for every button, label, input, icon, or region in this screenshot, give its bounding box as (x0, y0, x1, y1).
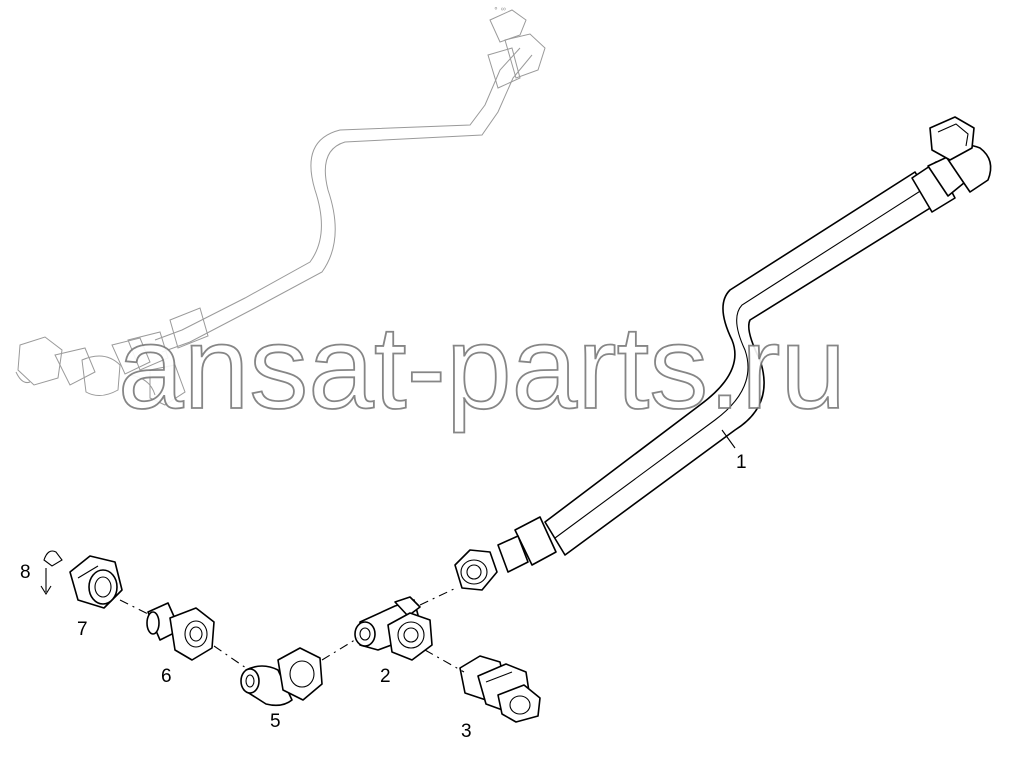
callout-part-7: 7 (77, 619, 88, 640)
callout-part-3: 3 (461, 721, 472, 742)
tee-fitting-part-2 (354, 596, 433, 661)
callout-part-1: 1 (736, 452, 747, 473)
leader-part-1 (721, 429, 736, 449)
svg-text:⚬ ∞: ⚬ ∞ (493, 6, 506, 13)
callout-part-6: 6 (161, 666, 172, 687)
watermark-text: ansat-parts.ru (118, 302, 846, 434)
callout-part-2: 2 (380, 666, 391, 687)
elbow-fitting-part-5 (240, 647, 323, 707)
ghost-hose-assembly: ⚬ ∞ (15, 6, 546, 406)
union-fitting-part-3 (459, 655, 541, 723)
assembly-centerlines (119, 587, 465, 673)
callout-part-5: 5 (270, 711, 281, 732)
plug-part-8 (40, 550, 63, 596)
callout-part-8: 8 (20, 562, 31, 583)
nut-part-7 (69, 555, 123, 609)
adapter-part-6 (146, 602, 215, 661)
hose-part-1 (454, 116, 992, 591)
